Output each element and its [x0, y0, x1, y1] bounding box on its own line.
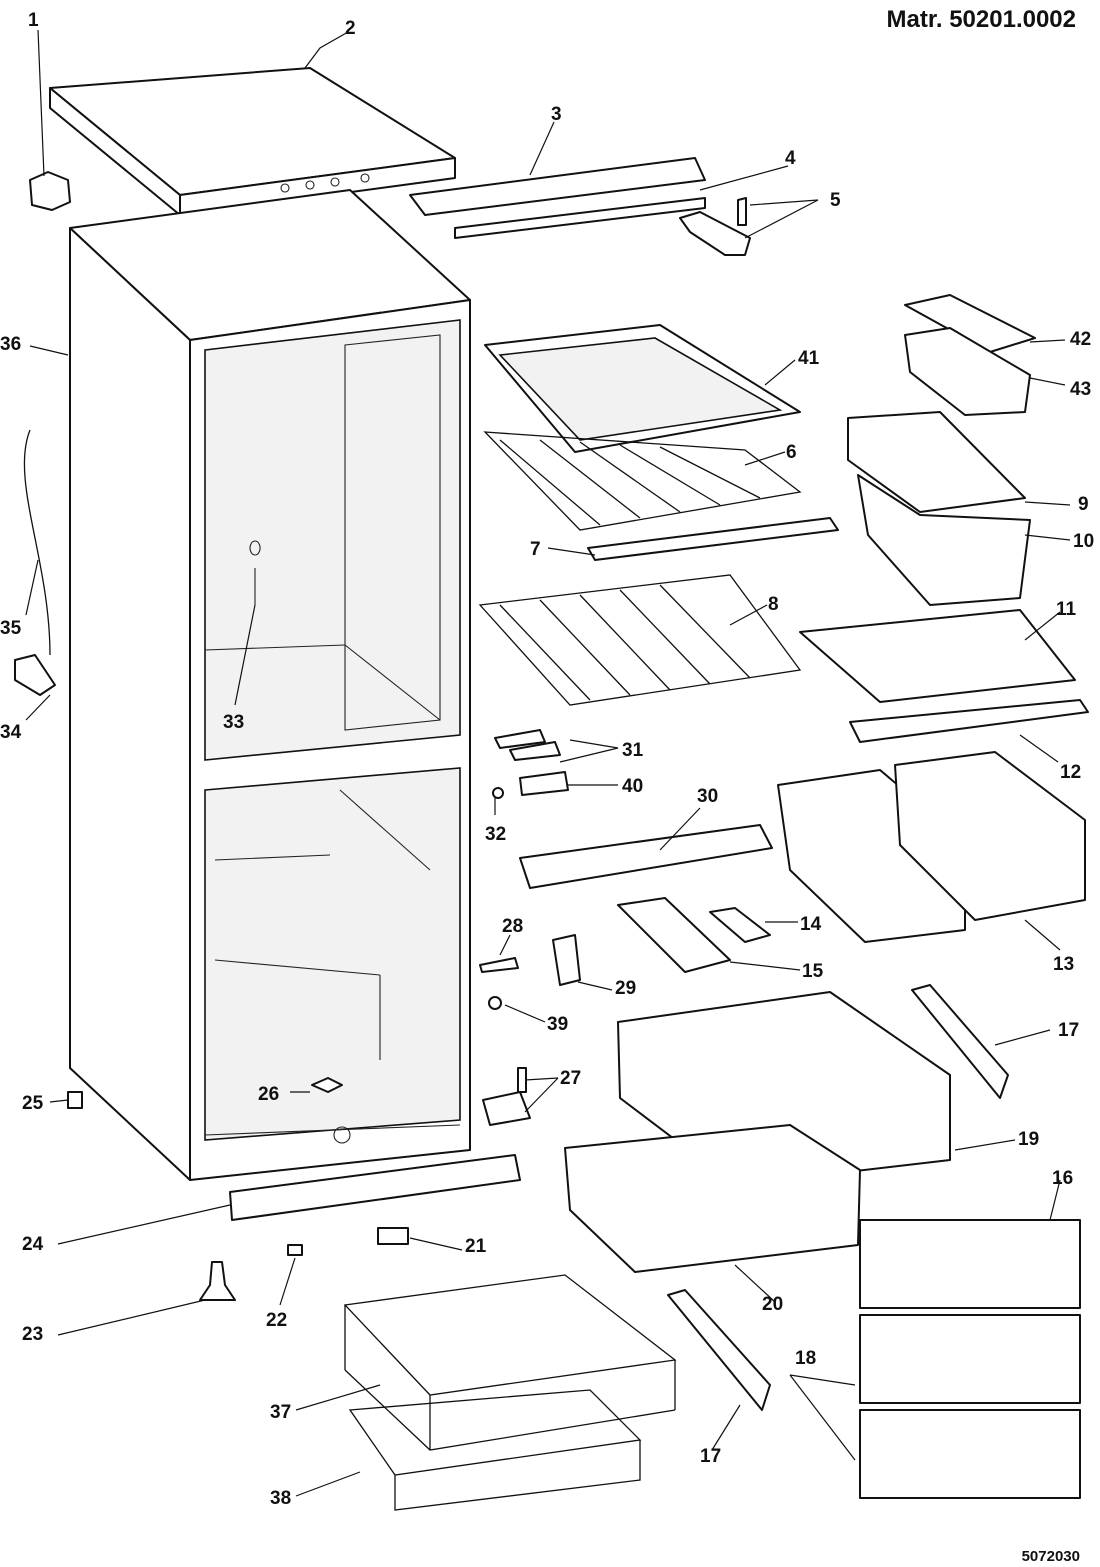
hinge-bracket-2	[509, 741, 561, 761]
callout-39: 39	[547, 1014, 568, 1035]
callout-14: 14	[800, 914, 822, 935]
drawer-front-1	[859, 1219, 1081, 1309]
callout-32: 32	[485, 824, 506, 845]
callout-28: 28	[502, 916, 523, 937]
bushing	[488, 996, 502, 1010]
trim-strip	[454, 197, 706, 239]
cabinet-foot	[67, 1091, 83, 1109]
callout-18: 18	[795, 1348, 816, 1369]
hinge-pin	[737, 197, 747, 226]
top-hinge	[679, 211, 751, 256]
document-number: 5072030	[1021, 1548, 1080, 1565]
freezer-drawer-lower	[564, 1124, 861, 1273]
drawer-runner	[911, 984, 1009, 1099]
callout-7: 7	[530, 539, 541, 560]
callout-9: 9	[1078, 494, 1089, 515]
callout-15: 15	[802, 961, 824, 982]
callout-16: 16	[1052, 1168, 1073, 1189]
callout-26: 26	[258, 1084, 279, 1105]
callout-31: 31	[622, 740, 644, 761]
cover-piece	[519, 771, 569, 796]
callout-2: 2	[345, 18, 356, 39]
callout-17: 17	[1058, 1020, 1079, 1041]
callout-11: 11	[1056, 599, 1077, 620]
hinge-bracket	[494, 729, 546, 749]
kick-plate	[229, 1154, 521, 1221]
door-shelf-bar	[519, 824, 773, 889]
callout-40: 40	[622, 776, 643, 797]
callout-17-lower: 17	[700, 1446, 721, 1467]
callout-labels: 1 2 3 4 5 36 6 41 42 43 7 9 10 8 11 35 3…	[0, 10, 1094, 1509]
callout-10: 10	[1073, 531, 1094, 552]
callout-37: 37	[270, 1402, 291, 1423]
drawer-front-3	[859, 1409, 1081, 1499]
ice-scoop	[709, 907, 771, 943]
wire-shelf-lower	[478, 574, 802, 706]
kick-plate-plug	[287, 1244, 303, 1256]
drain-hose	[23, 429, 51, 656]
callout-27: 27	[560, 1068, 581, 1089]
callout-38: 38	[270, 1488, 291, 1509]
shelf-trim	[587, 517, 839, 561]
bottom-hinge	[482, 1091, 531, 1126]
callout-42: 42	[1070, 329, 1091, 350]
callout-19: 19	[1018, 1129, 1039, 1150]
door-hinge-cover	[409, 157, 706, 216]
callout-23: 23	[22, 1324, 43, 1345]
callout-21: 21	[465, 1236, 487, 1257]
hinge-pin-27	[517, 1067, 527, 1093]
drain-funnel	[14, 654, 56, 696]
callout-22: 22	[266, 1310, 287, 1331]
callout-6: 6	[786, 442, 797, 463]
callout-3: 3	[551, 104, 562, 125]
wire-basket-lower	[348, 1389, 642, 1511]
callout-8: 8	[768, 594, 779, 615]
screw	[492, 787, 504, 799]
kick-plate-clip	[377, 1227, 409, 1245]
callout-30: 30	[697, 786, 718, 807]
callout-24: 24	[22, 1234, 44, 1255]
material-number: Matr. 50201.0002	[886, 6, 1076, 33]
callout-25: 25	[22, 1093, 44, 1114]
crisper-bin-right	[894, 751, 1086, 921]
callout-29: 29	[615, 978, 636, 999]
hinge-plate	[552, 934, 581, 986]
drawer-runner-lower	[667, 1289, 771, 1411]
ice-tray	[617, 897, 731, 973]
glass-shelf-trim	[849, 699, 1089, 743]
compartment-tray	[857, 474, 1031, 606]
hinge-cap	[29, 171, 71, 211]
callout-12: 12	[1060, 762, 1081, 783]
wire-basket-upper	[343, 1274, 677, 1451]
glass-shelf	[799, 609, 1076, 703]
top-cover	[49, 67, 456, 216]
callout-41: 41	[798, 348, 820, 369]
leader-lines	[25, 29, 1071, 1497]
callout-20: 20	[762, 1294, 783, 1315]
refrigerator-cabinet	[69, 189, 471, 1181]
callout-36: 36	[0, 334, 21, 355]
drawer-front-2	[859, 1314, 1081, 1404]
compartment-cover	[847, 411, 1026, 513]
wire-shelf	[483, 431, 802, 531]
screw-28	[479, 957, 519, 973]
callout-4: 4	[785, 148, 796, 169]
callout-1: 1	[28, 10, 39, 31]
callout-35: 35	[0, 618, 22, 639]
callout-33: 33	[223, 712, 244, 733]
callout-5: 5	[830, 190, 841, 211]
callout-43: 43	[1070, 379, 1091, 400]
callout-34: 34	[0, 722, 22, 743]
small-box	[904, 327, 1031, 416]
adjustable-foot	[199, 1261, 236, 1301]
callout-13: 13	[1053, 954, 1074, 975]
